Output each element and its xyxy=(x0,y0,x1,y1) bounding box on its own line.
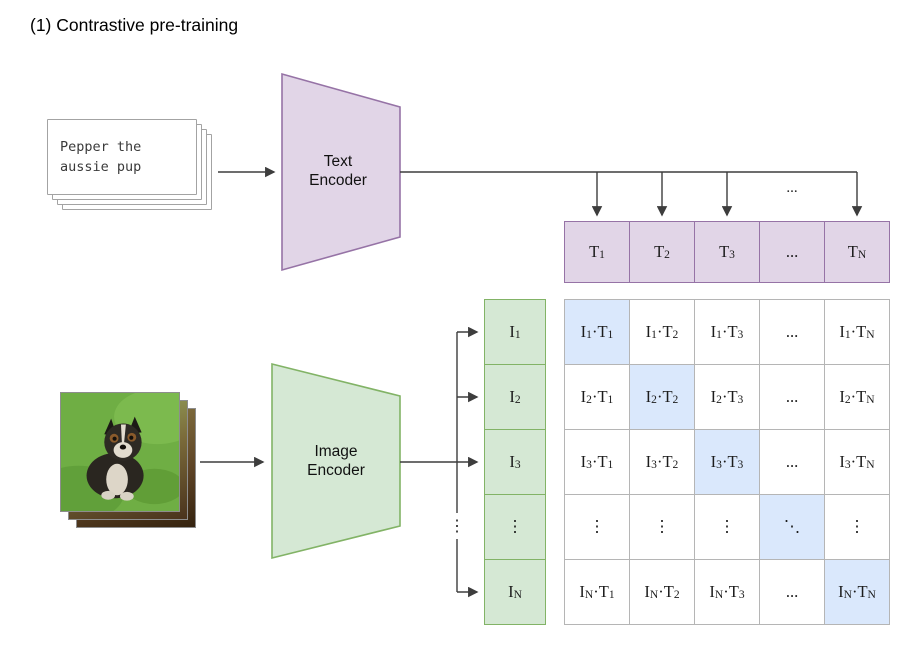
matrix-cell-diagonal: ⋱ xyxy=(760,495,824,559)
matrix-cell: ⋮ xyxy=(565,495,629,559)
matrix-cell: ... xyxy=(760,365,824,429)
text-embedding-cell: ... xyxy=(760,222,824,282)
text-prompt: Pepper the aussie pup xyxy=(60,138,142,175)
matrix-cell: ⋮ xyxy=(695,495,759,559)
matrix-cell: ⋮ xyxy=(825,495,889,559)
image-encoder-shape xyxy=(271,362,401,560)
image-embedding-cell: ⋮ xyxy=(485,495,545,559)
text-encoder-label: Text Encoder xyxy=(309,153,367,190)
page-title: (1) Contrastive pre-training xyxy=(30,15,239,35)
photo-front-puppy-image xyxy=(60,392,180,512)
puppy-illustration xyxy=(61,393,179,511)
image-encoder-label: Image Encoder xyxy=(307,443,365,480)
matrix-cell: ⋮ xyxy=(630,495,694,559)
matrix-cell: ... xyxy=(760,300,824,364)
image-branch-ellipsis: ⋮ xyxy=(449,513,465,539)
arrow-lines xyxy=(200,166,863,598)
matrix-cell: ... xyxy=(760,430,824,494)
text-encoder-shape xyxy=(281,72,401,272)
text-card-front: Pepper the aussie pup xyxy=(47,119,197,195)
matrix-cell: ... xyxy=(760,560,824,624)
text-branch-ellipsis: ... xyxy=(786,180,798,196)
